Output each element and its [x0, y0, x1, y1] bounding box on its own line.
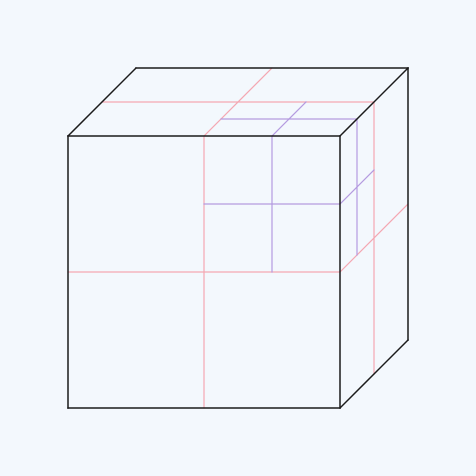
top-left-depth-edge: [66, 66, 138, 138]
subdivision-level-1: [67, 67, 409, 409]
bottom-right-depth-edge: [338, 338, 410, 410]
cube-outline: [66, 66, 410, 410]
subdivision-level-2: [203, 101, 375, 273]
top-face-width-midline: [203, 67, 273, 137]
top-right-depth-edge: [338, 66, 410, 138]
octant-top-width-midline: [271, 101, 307, 137]
